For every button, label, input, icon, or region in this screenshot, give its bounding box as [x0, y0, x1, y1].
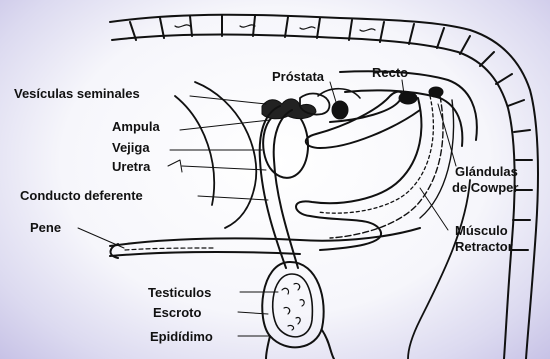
label-testiculos: Testiculos — [148, 286, 211, 300]
label-ampula: Ampula — [112, 120, 160, 134]
label-glandulas-2: de Cowper — [452, 181, 518, 195]
label-epididimo: Epidídimo — [150, 330, 213, 344]
label-escroto: Escroto — [153, 306, 201, 320]
abdomen-outline — [175, 82, 256, 228]
penis-shape — [110, 228, 420, 258]
label-conducto-deferente: Conducto deferente — [20, 189, 143, 203]
rectum-shape — [340, 71, 477, 146]
label-vejiga: Vejiga — [112, 141, 150, 155]
retractor-muscle — [330, 96, 454, 238]
label-vesiculas-seminales: Vesículas seminales — [14, 87, 140, 101]
prostate-seminal-vesicles — [262, 89, 360, 119]
label-musculo-2: Retractor — [455, 240, 513, 254]
label-uretra: Uretra — [112, 160, 150, 174]
label-recto: Recto — [372, 66, 408, 80]
cowper-gland — [399, 87, 443, 104]
label-prostata: Próstata — [272, 70, 324, 84]
label-glandulas-1: Glándulas — [455, 165, 518, 179]
leg-outline — [408, 180, 470, 359]
label-pene: Pene — [30, 221, 61, 235]
label-musculo-1: Músculo — [455, 224, 508, 238]
testis-texture — [282, 283, 304, 330]
scrotum-testis — [262, 262, 334, 359]
